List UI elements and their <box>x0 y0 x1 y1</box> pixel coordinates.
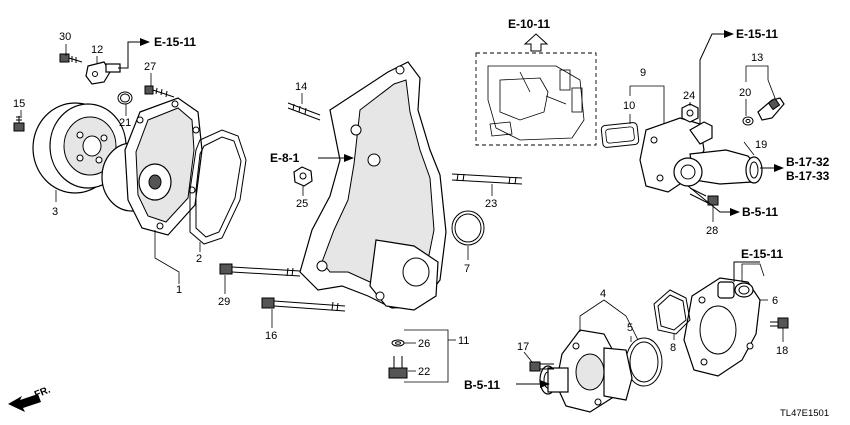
part-number-27: 27 <box>144 61 156 73</box>
part-number-13: 13 <box>751 52 763 64</box>
bolt-17-illustration <box>529 361 554 372</box>
part-number-7: 7 <box>464 263 470 275</box>
ref-e15-lower: E-15-11 <box>741 247 783 261</box>
part-number-labels: 30 12 27 15 21 3 1 2 29 16 14 25 23 7 11… <box>13 31 788 378</box>
nut-24-illustration <box>681 103 699 123</box>
thermostat-4-illustration <box>539 329 633 413</box>
ref-e8: E-8-1 <box>270 151 300 165</box>
sensor-13-illustration <box>757 97 785 121</box>
water-passage-illustration <box>639 117 763 193</box>
o-ring-21-illustration <box>117 91 133 105</box>
part-number-17: 17 <box>517 341 529 353</box>
water-pump-illustration <box>101 97 203 236</box>
front-direction-arrow <box>8 394 41 412</box>
part-number-23: 23 <box>485 198 497 210</box>
part-number-9: 9 <box>640 67 646 79</box>
bracket-illustration <box>299 61 447 311</box>
bolt-16-illustration <box>261 297 346 312</box>
ref-e15-top: E-15-11 <box>154 35 196 49</box>
part-number-22: 22 <box>418 366 430 378</box>
thermostat-cover-illustration <box>683 277 761 377</box>
part-number-29: 29 <box>218 296 230 308</box>
e10-arrow <box>523 33 549 52</box>
ref-b5-right: B-5-11 <box>742 205 778 219</box>
stud-14-illustration <box>287 102 321 121</box>
bolt-29-illustration <box>219 263 301 277</box>
washer-20-illustration <box>742 116 754 126</box>
part-number-2: 2 <box>196 253 202 265</box>
part-number-30: 30 <box>59 31 71 43</box>
inset-e10-illustration <box>475 52 597 146</box>
part-number-11: 11 <box>458 335 469 347</box>
ref-e10: E-10-11 <box>508 17 550 31</box>
part-number-25: 25 <box>296 198 308 210</box>
part-number-16: 16 <box>265 330 277 342</box>
washer-26-illustration <box>391 339 405 347</box>
part-number-28: 28 <box>706 225 718 237</box>
bolt-27-illustration <box>144 85 175 98</box>
part-number-10: 10 <box>623 100 635 112</box>
part-number-21: 21 <box>119 117 131 129</box>
ref-b17-33: B-17-33 <box>786 169 830 183</box>
bolt-30-illustration <box>59 53 83 63</box>
part-number-1: 1 <box>176 284 182 296</box>
reference-labels: E-15-11 E-10-11 E-15-11 E-8-1 B-17-32 B-… <box>154 17 830 392</box>
bolt-18-illustration <box>770 317 789 329</box>
part-number-12: 12 <box>91 44 103 56</box>
part-number-18: 18 <box>776 345 788 357</box>
part-number-20: 20 <box>739 87 751 99</box>
part-number-4: 4 <box>600 288 606 300</box>
o-ring-7-illustration <box>451 210 485 246</box>
gasket-10-illustration <box>600 122 640 148</box>
leader-lines <box>20 44 784 383</box>
bolt-22-illustration <box>388 356 408 379</box>
part-number-6: 6 <box>772 295 778 307</box>
ref-e15-right: E-15-11 <box>736 27 778 41</box>
part-number-14: 14 <box>295 81 307 93</box>
part-number-24: 24 <box>683 90 695 102</box>
part-number-3: 3 <box>52 206 58 218</box>
sensor-12-illustration <box>85 61 121 85</box>
drawing-id: TL47E1501 <box>780 408 829 419</box>
part-number-26: 26 <box>418 338 430 350</box>
part-number-5: 5 <box>627 322 633 334</box>
ref-b5-bottom: B-5-11 <box>464 378 500 392</box>
part-number-19: 19 <box>755 139 767 151</box>
gasket-2-illustration <box>189 129 247 245</box>
bolt-15-illustration <box>13 116 25 132</box>
reference-arrows <box>118 30 784 388</box>
stud-23-illustration <box>451 173 523 185</box>
part-number-15: 15 <box>13 98 25 110</box>
gasket-8-illustration <box>653 289 691 335</box>
ref-b17-32: B-17-32 <box>786 155 830 169</box>
front-direction-label: FR. <box>33 384 52 400</box>
nut-25-illustration <box>293 166 313 187</box>
part-number-8: 8 <box>670 342 676 354</box>
